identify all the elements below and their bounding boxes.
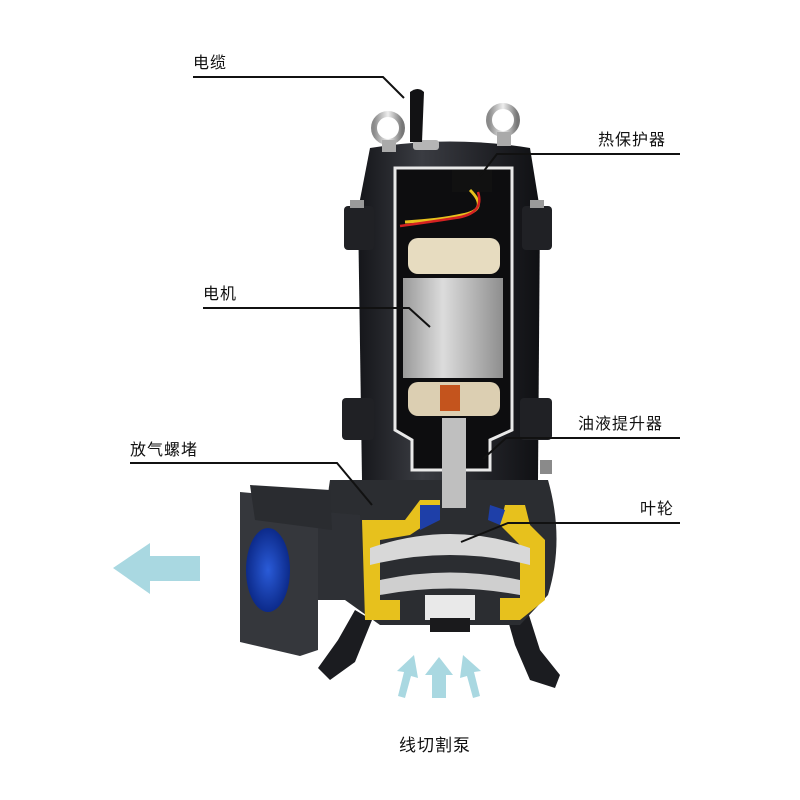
upper-winding	[408, 238, 500, 274]
impeller-part	[370, 534, 530, 565]
shaft	[442, 418, 466, 508]
outlet-port	[246, 528, 290, 612]
diagram-title: 线切割泵	[399, 736, 471, 756]
leader-line-thermal-protector	[479, 153, 680, 177]
leader-line-air-vent-plug	[130, 462, 373, 506]
leader-line-impeller	[460, 522, 680, 543]
leader-line-oil-lifter	[482, 437, 680, 460]
outlet-flow-arrow-icon	[113, 543, 200, 594]
lifting-eye-bolts	[371, 103, 520, 152]
leader-lines	[130, 76, 680, 543]
stator	[403, 278, 503, 378]
leader-line-motor	[203, 307, 431, 328]
inlet-flow-arrows-icon	[397, 655, 481, 698]
cutaway-interior	[393, 166, 514, 508]
label-cable: 电缆	[193, 53, 228, 72]
cable-part	[410, 89, 439, 150]
label-thermal-protector: 热保护器	[598, 130, 667, 149]
label-impeller: 叶轮	[640, 499, 675, 518]
pump-chamber-cutaway	[362, 500, 545, 632]
leader-line-cable	[193, 76, 405, 99]
label-motor: 电机	[203, 284, 238, 303]
thermal-protector-part	[452, 170, 492, 192]
pump-legs	[318, 610, 560, 688]
label-oil-lifter: 油液提升器	[578, 414, 664, 433]
label-air-vent-plug: 放气螺堵	[130, 440, 199, 459]
